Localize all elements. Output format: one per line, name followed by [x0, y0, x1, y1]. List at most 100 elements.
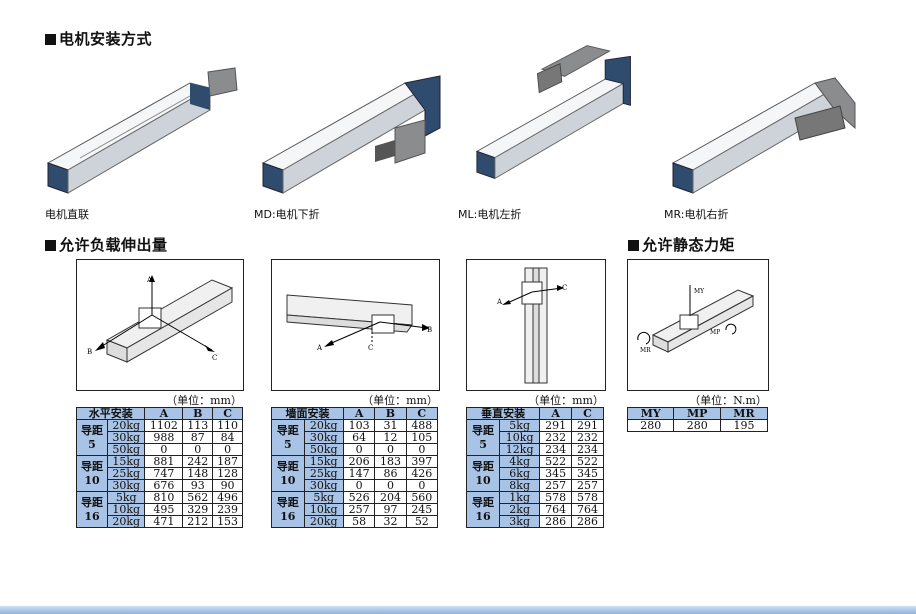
value-cell: 206	[342, 455, 376, 468]
bottom-bar	[0, 606, 916, 614]
value-cell: 560	[405, 491, 439, 504]
value-cell: 58	[342, 515, 376, 528]
load-cell: 5kg	[106, 491, 146, 504]
value-cell: 128	[212, 467, 243, 480]
value-cell: 522	[571, 455, 604, 468]
value-cell: 234	[571, 443, 604, 456]
value-cell: 881	[144, 455, 184, 468]
label-c: C	[368, 344, 373, 352]
value-cell: 242	[182, 455, 214, 468]
moment-figure: MY MP MR	[627, 259, 769, 391]
label-b: B	[87, 348, 92, 356]
label-c: C	[562, 284, 567, 292]
load-cell: 10kg	[303, 503, 344, 516]
value-cell: 32	[374, 515, 407, 528]
value-cell: 103	[342, 419, 376, 432]
value-cell: 471	[144, 515, 184, 528]
value-cell: 0	[405, 443, 439, 456]
load-cell: 12kg	[499, 443, 541, 456]
value-cell: 345	[571, 467, 604, 480]
value-cell: 496	[212, 491, 243, 504]
value-cell: 234	[539, 443, 573, 456]
label-a: A	[316, 344, 323, 352]
load-cell: 10kg	[106, 503, 146, 516]
load-cell: 50kg	[106, 443, 146, 456]
mount-label-mr: MR:电机右折	[664, 208, 729, 221]
value-cell: 522	[539, 455, 573, 468]
value-cell: 245	[405, 503, 439, 516]
mount-section-title: 电机安装方式	[45, 28, 152, 49]
value-cell: 110	[212, 419, 243, 432]
value-cell: 113	[182, 419, 214, 432]
value-cell: 345	[539, 467, 573, 480]
value-cell: 232	[539, 431, 573, 444]
value-cell: 239	[212, 503, 243, 516]
value-cell: 291	[539, 419, 573, 432]
load-cell: 30kg	[106, 431, 146, 444]
label-a: A	[146, 276, 153, 284]
value-cell: 257	[539, 479, 573, 492]
wall-mount-figure: B A C	[271, 259, 440, 391]
load-cell: 25kg	[106, 467, 146, 480]
value-cell: 426	[405, 467, 439, 480]
mount-label-ml: ML:电机左折	[458, 208, 522, 221]
value-cell: 0	[342, 479, 376, 492]
load-cell: 20kg	[106, 515, 146, 528]
value-cell: 578	[571, 491, 604, 504]
unit-label: （单位：mm）	[166, 394, 242, 407]
load-cell: 8kg	[499, 479, 541, 492]
unit-label: （单位：mm）	[362, 394, 438, 407]
actuator-ml-image	[475, 45, 631, 180]
value-cell: 86	[374, 467, 407, 480]
value-cell: 187	[212, 455, 243, 468]
value-cell: 747	[144, 467, 184, 480]
load-cell: 30kg	[303, 431, 344, 444]
value-cell: 87	[182, 431, 214, 444]
mount-label-md: MD:电机下折	[254, 208, 320, 221]
value-cell: 495	[144, 503, 184, 516]
label-b: B	[427, 326, 432, 334]
load-cell: 50kg	[303, 443, 344, 456]
load-cell: 30kg	[106, 479, 146, 492]
load-cell: 2kg	[499, 503, 541, 516]
value-cell: 84	[212, 431, 243, 444]
value-cell: 148	[182, 467, 214, 480]
value-cell: 764	[539, 503, 573, 516]
load-cell: 20kg	[106, 419, 146, 432]
value-cell: 212	[182, 515, 214, 528]
value-cell: 257	[571, 479, 604, 492]
load-cell: 15kg	[303, 455, 344, 468]
value-cell: 204	[374, 491, 407, 504]
value-cell: 105	[405, 431, 439, 444]
load-cell: 25kg	[303, 467, 344, 480]
actuator-direct-image	[46, 67, 238, 194]
load-cell: 3kg	[499, 515, 541, 528]
load-cell: 5kg	[499, 419, 541, 432]
value-cell: 0	[405, 479, 439, 492]
value-cell: 12	[374, 431, 407, 444]
value-cell: 526	[342, 491, 376, 504]
value-cell: 578	[539, 491, 573, 504]
value-cell: 52	[405, 515, 439, 528]
value-cell: 0	[342, 443, 376, 456]
value-cell: 676	[144, 479, 184, 492]
